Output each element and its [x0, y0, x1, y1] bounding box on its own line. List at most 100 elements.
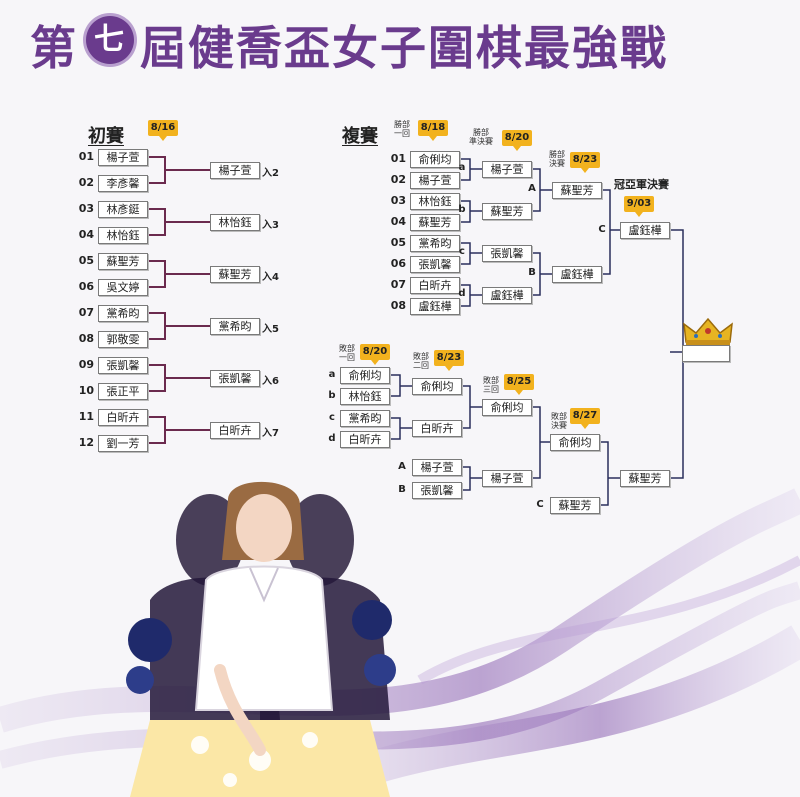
- advance-label: 入7: [262, 428, 279, 439]
- date-badge: 8/20: [360, 344, 390, 365]
- winner-box: 白昕卉: [210, 422, 260, 439]
- seed-number: 06: [78, 280, 94, 293]
- date-badge: 9/03: [624, 196, 654, 217]
- winner-box: 楊子萱: [210, 162, 260, 179]
- finalist-box: 蘇聖芳: [620, 470, 670, 487]
- winner-box: 張凱馨: [210, 370, 260, 387]
- winner-box: 俞俐均: [482, 399, 532, 416]
- player-box: 劉一芳: [98, 435, 148, 452]
- title-edition-badge: 七: [86, 16, 134, 64]
- seed-number: 12: [78, 436, 94, 449]
- seed-number: 04: [78, 228, 94, 241]
- player-box: 吳文婷: [98, 279, 148, 296]
- round-note: 勝部 一回: [394, 120, 410, 138]
- player-box: 楊子萱: [98, 149, 148, 166]
- player-box: 楊子萱: [410, 172, 460, 189]
- seed-number: 03: [390, 194, 406, 207]
- winner-box: 白昕卉: [412, 420, 462, 437]
- advance-label: 入3: [262, 220, 279, 231]
- player-box: 俞俐均: [340, 367, 390, 384]
- winner-box: 俞俐均: [550, 434, 600, 451]
- player-box: 郭敬雯: [98, 331, 148, 348]
- player-box: 張凱馨: [98, 357, 148, 374]
- player-box: 楊子萱: [412, 459, 462, 476]
- winner-box: 蘇聖芳: [482, 203, 532, 220]
- match-tag: c: [329, 412, 335, 423]
- winner-box: 蘇聖芳: [210, 266, 260, 283]
- player-box: 蘇聖芳: [410, 214, 460, 231]
- player-box: 白昕卉: [98, 409, 148, 426]
- title-main: 屆健喬盃女子圍棋最強戰: [140, 21, 668, 75]
- match-tag: C: [536, 499, 544, 510]
- player-box: 黨希昀: [410, 235, 460, 252]
- match-tag: c: [459, 246, 465, 257]
- player-box: 白昕卉: [340, 431, 390, 448]
- round-note: 敗部 決賽: [551, 412, 567, 430]
- winner-box: 林怡鈺: [210, 214, 260, 231]
- winner-box: 楊子萱: [482, 161, 532, 178]
- date-badge: 8/27: [570, 408, 600, 429]
- match-tag: A: [528, 183, 536, 194]
- date-badge: 8/25: [504, 374, 534, 395]
- match-tag: d: [328, 433, 336, 444]
- seed-number: 05: [390, 236, 406, 249]
- player-box: 林怡鈺: [98, 227, 148, 244]
- advance-label: 入5: [262, 324, 279, 335]
- prelim-heading: 初賽: [88, 126, 124, 147]
- player-box: 林怡鈺: [340, 388, 390, 405]
- winner-box: 楊子萱: [482, 470, 532, 487]
- champion-box: [682, 345, 730, 362]
- round-note: 勝部 決賽: [549, 150, 565, 168]
- date-badge: 8/20: [502, 130, 532, 151]
- round-note: 敗部 一回: [339, 344, 355, 362]
- winner-box: 張凱馨: [482, 245, 532, 262]
- round-note: 勝部 準決賽: [469, 128, 493, 146]
- player-box: 張凱馨: [412, 482, 462, 499]
- match-tag: b: [328, 390, 336, 401]
- match-tag: C: [598, 224, 606, 235]
- match-tag: B: [528, 267, 536, 278]
- seed-number: 04: [390, 215, 406, 228]
- finalist-box: 盧鈺樺: [620, 222, 670, 239]
- player-box: 盧鈺樺: [410, 298, 460, 315]
- seed-number: 01: [390, 152, 406, 165]
- date-badge: 8/23: [434, 350, 464, 371]
- date-badge: 8/23: [570, 152, 600, 173]
- seed-number: 02: [390, 173, 406, 186]
- player-illustration: [126, 481, 396, 797]
- poster-title: 第 七 屆健喬盃女子圍棋最強戰: [0, 12, 800, 75]
- seed-number: 05: [78, 254, 94, 267]
- player-box: 李彥馨: [98, 175, 148, 192]
- match-tag: A: [398, 461, 406, 472]
- advance-label: 入6: [262, 376, 279, 387]
- seed-number: 08: [390, 299, 406, 312]
- match-tag: a: [458, 162, 466, 173]
- round-note: 敗部 二回: [413, 352, 429, 370]
- main-heading: 複賽: [342, 126, 378, 147]
- player-box: 黨希昀: [98, 305, 148, 322]
- player-box: 黨希昀: [340, 410, 390, 427]
- seed-number: 07: [390, 278, 406, 291]
- date-badge: 8/18: [418, 120, 448, 141]
- player-box: 蘇聖芳: [98, 253, 148, 270]
- player-box: 蘇聖芳: [550, 497, 600, 514]
- seed-number: 11: [78, 410, 94, 423]
- seed-number: 06: [390, 257, 406, 270]
- winner-box: 盧鈺樺: [552, 266, 602, 283]
- round-note: 敗部 三回: [483, 376, 499, 394]
- match-tag: d: [458, 288, 466, 299]
- prelim-date-badge: 8/16: [148, 120, 178, 141]
- seed-number: 03: [78, 202, 94, 215]
- winner-box: 黨希昀: [210, 318, 260, 335]
- title-prefix: 第: [30, 21, 78, 75]
- player-box: 張凱馨: [410, 256, 460, 273]
- player-box: 林彥鋌: [98, 201, 148, 218]
- seed-number: 02: [78, 176, 94, 189]
- final-label: 冠亞軍決賽: [614, 178, 669, 191]
- match-tag: a: [328, 369, 336, 380]
- match-tag: b: [458, 204, 466, 215]
- advance-label: 入4: [262, 272, 279, 283]
- crown-icon: [683, 317, 733, 345]
